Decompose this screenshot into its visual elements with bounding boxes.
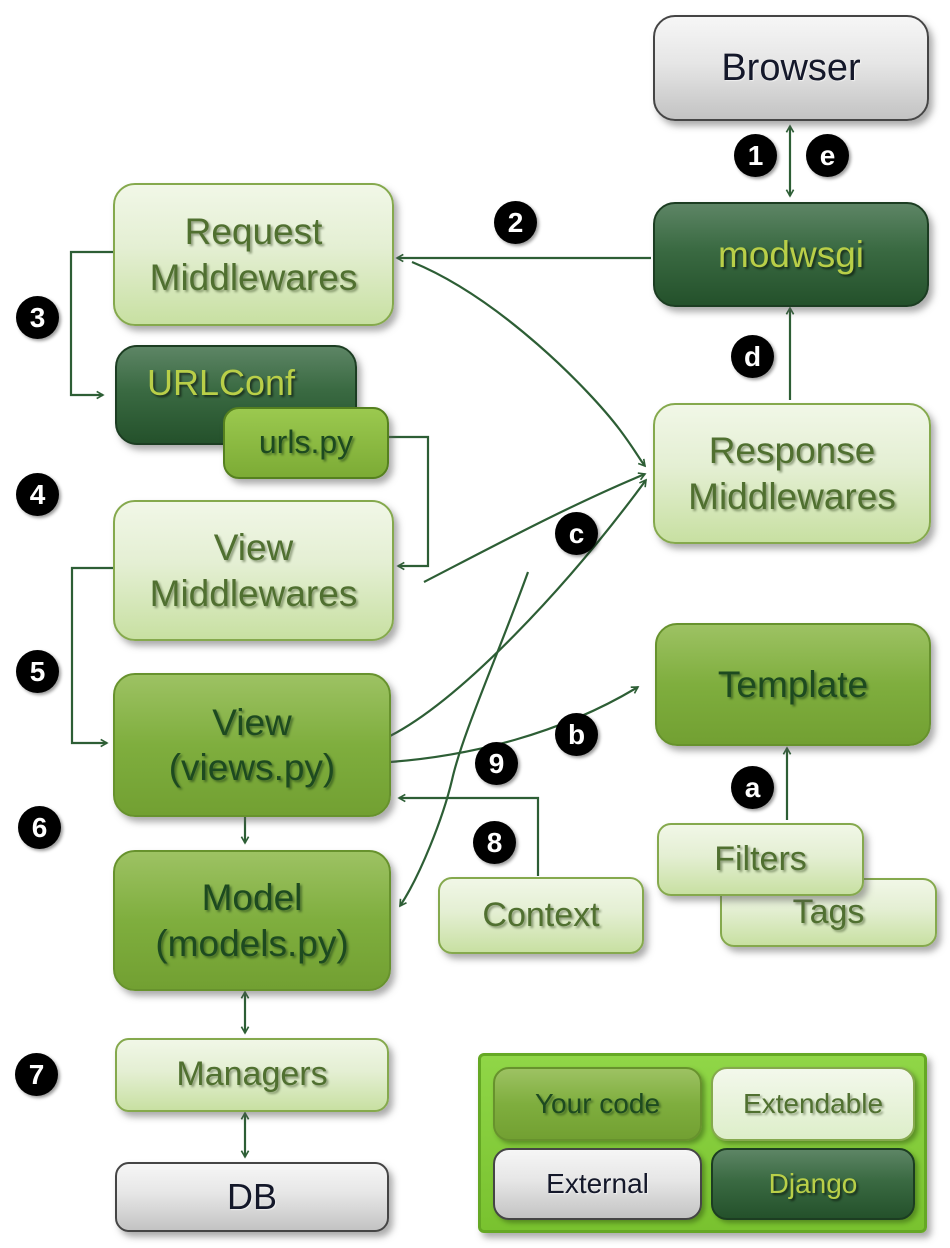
badge-step-b: b	[555, 713, 598, 756]
arrow-view-middlewares-view	[70, 566, 113, 748]
node-request-middlewares: Request Middlewares	[113, 183, 394, 326]
legend: Your code Extendable External Django	[478, 1053, 927, 1233]
node-label: Model	[201, 877, 303, 919]
node-filters: Filters	[657, 823, 864, 896]
node-label: Middlewares	[688, 475, 896, 517]
node-label: View	[213, 527, 294, 569]
badge-step-d: d	[731, 335, 774, 378]
node-context: Context	[438, 877, 644, 954]
badge-step-6: 6	[18, 806, 61, 849]
legend-label: External	[546, 1168, 649, 1199]
badge-step-a: a	[731, 766, 774, 809]
badge-step-3: 3	[16, 296, 59, 339]
node-response-middlewares: Response Middlewares	[653, 403, 931, 544]
badge-step-e: e	[806, 134, 849, 177]
node-label: Managers	[176, 1055, 328, 1094]
badge-step-5: 5	[16, 650, 59, 693]
node-template: Template	[655, 623, 931, 746]
node-label: Request	[184, 211, 323, 253]
legend-item-extendable: Extendable	[711, 1067, 915, 1141]
badge-step-2: 2	[494, 201, 537, 244]
legend-item-django: Django	[711, 1148, 915, 1220]
node-label: modwsgi	[718, 233, 864, 275]
node-label: Middlewares	[149, 572, 358, 614]
node-label: Context	[482, 895, 600, 934]
badge-step-1: 1	[734, 134, 777, 177]
node-label: (views.py)	[168, 747, 336, 788]
node-view-middlewares: View Middlewares	[113, 500, 394, 641]
legend-item-your-code: Your code	[493, 1067, 702, 1141]
badge-step-7: 7	[15, 1053, 58, 1096]
badge-step-c: c	[555, 512, 598, 555]
node-label: urls.py	[258, 424, 354, 461]
node-db: DB	[115, 1162, 389, 1232]
arrow-context-view	[397, 793, 540, 876]
curve-view-middlewares-response-middlewares	[423, 472, 647, 583]
node-label: View	[212, 701, 292, 743]
legend-label: Your code	[534, 1088, 661, 1119]
curve-requestmw-response-middlewares	[411, 260, 647, 468]
node-urls-py: urls.py	[223, 407, 389, 479]
node-view: View (views.py)	[113, 673, 391, 817]
badge-step-9: 9	[475, 742, 518, 785]
node-model: Model (models.py)	[113, 850, 391, 991]
node-label: Response	[708, 430, 876, 472]
node-label: URLConf	[147, 362, 296, 403]
legend-label: Django	[768, 1168, 858, 1199]
node-label: (models.py)	[155, 922, 349, 964]
node-label: DB	[226, 1176, 277, 1218]
badge-step-8: 8	[473, 821, 516, 864]
node-label: Tags	[792, 892, 865, 931]
node-label: Filters	[714, 839, 807, 878]
arrow-urlspy-view-middlewares	[383, 435, 430, 571]
legend-label: Extendable	[742, 1088, 884, 1119]
badge-step-4: 4	[16, 473, 59, 516]
node-browser: Browser	[653, 15, 929, 121]
curve-context-model	[399, 571, 530, 908]
legend-item-external: External	[493, 1148, 702, 1220]
arrow-request-middlewares-urlconf	[69, 250, 113, 400]
curve-view-response-middlewares	[389, 478, 647, 737]
node-modwsgi: modwsgi	[653, 202, 929, 307]
curve-view-template	[389, 686, 640, 764]
node-label: Template	[717, 663, 869, 705]
node-label: Browser	[721, 46, 861, 89]
node-managers: Managers	[115, 1038, 389, 1112]
node-label: Middlewares	[149, 256, 358, 298]
